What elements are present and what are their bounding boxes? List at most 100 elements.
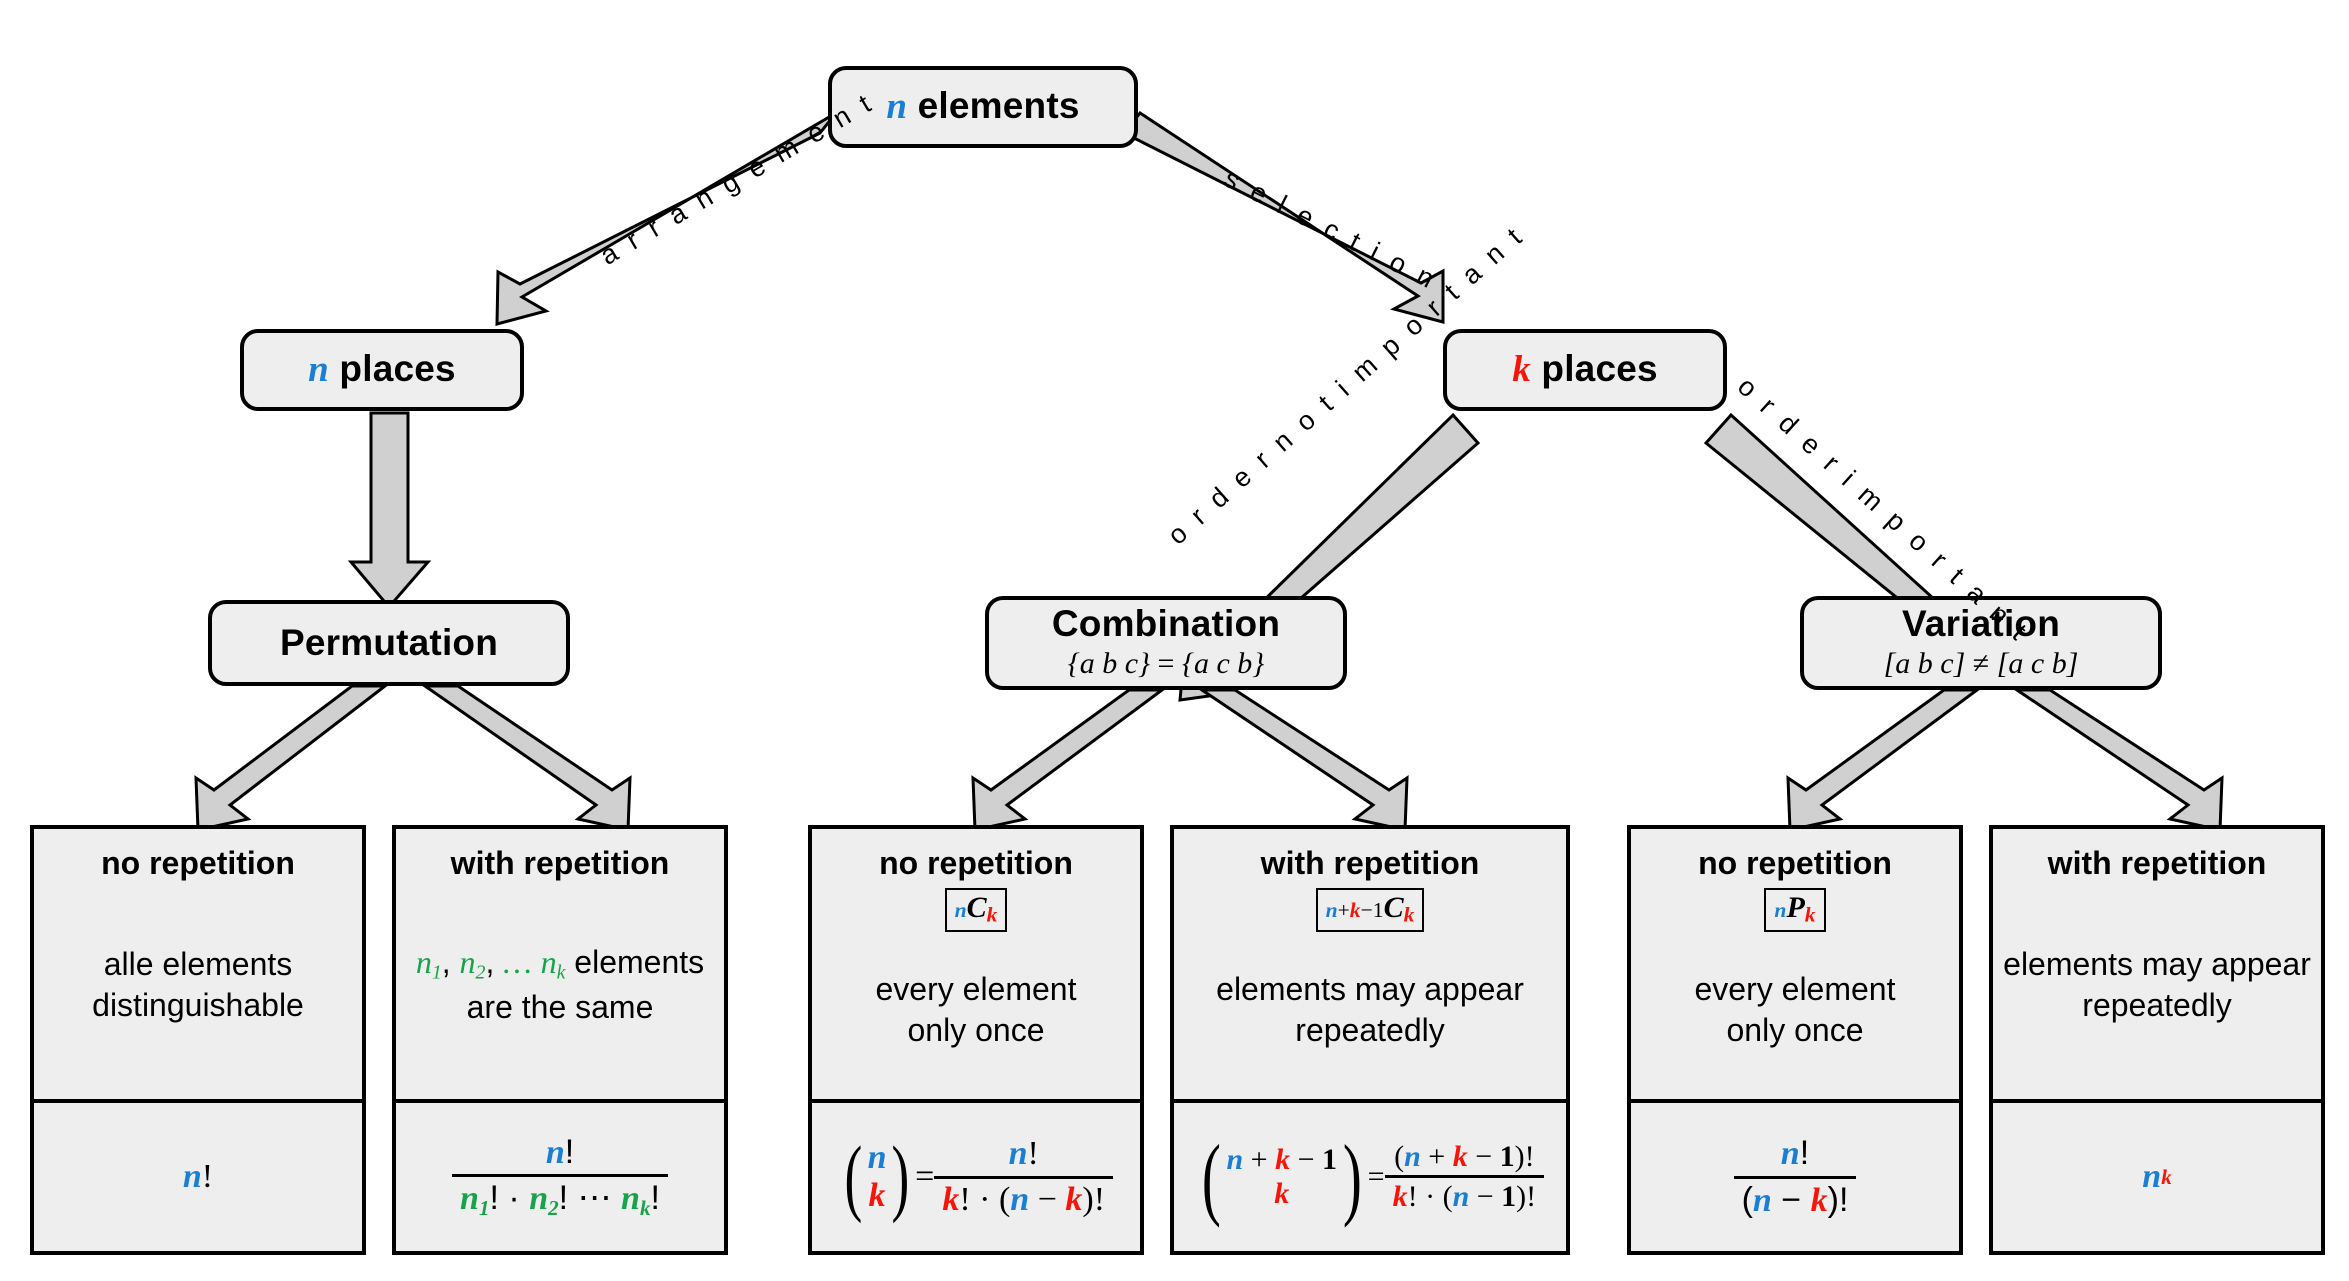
leaf-desc: every element only once: [1695, 969, 1896, 1052]
binomial-top: n + k − 1: [1226, 1143, 1337, 1177]
symbol-n: n: [308, 349, 329, 391]
formula-binomial-npkm1-k: ( n + k − 1 k ) = (n + k − 1)! k! · (n −…: [1196, 1125, 1545, 1228]
node-n-places[interactable]: n places: [240, 329, 524, 411]
symbol-k: k: [2161, 1164, 2172, 1189]
leaf-permutation-no-repetition[interactable]: no repetition alle elements distinguisha…: [30, 825, 366, 1255]
symbol-n: n: [1008, 1135, 1028, 1173]
left-paren: (: [998, 1180, 1011, 1218]
symbol-n2: n2: [459, 944, 486, 984]
symbol-k: k: [1065, 1180, 1083, 1218]
symbol-factorial: !: [201, 1158, 214, 1195]
arrow-combination-leaf3: [971, 688, 1167, 832]
node-permutation[interactable]: Permutation: [208, 600, 570, 686]
symbol-dot: ·: [979, 1180, 991, 1218]
symbol-factorial: !: [489, 1179, 499, 1218]
symbol-ellipsis: ⋯: [577, 1179, 612, 1218]
node-n-places-text: places: [339, 348, 456, 390]
symbol-n: n: [954, 897, 967, 922]
leaf-desc-line1: elements may appear: [2003, 945, 2311, 982]
leaf-variation-no-repetition[interactable]: no repetition nPk every element only onc…: [1627, 825, 1963, 1255]
symbol-dot: ·: [508, 1179, 520, 1218]
node-permutation-title: Permutation: [279, 621, 499, 663]
arrow-selection: [1121, 110, 1445, 324]
badge-subscript: n+k−1: [1325, 897, 1384, 922]
fraction-numerator: (n + k − 1)!: [1394, 1139, 1535, 1173]
comma: ,: [485, 944, 495, 981]
symbol-dots: …: [503, 944, 532, 981]
node-k-places-text: places: [1541, 348, 1658, 390]
symbol-n: n: [2142, 1158, 2162, 1195]
arrow-variation-leaf6: [2012, 688, 2224, 832]
symbol-equals: =: [915, 1158, 935, 1195]
leaf-variation-with-repetition[interactable]: with repetition elements may appear repe…: [1989, 825, 2325, 1255]
fraction-numerator: n!: [538, 1133, 582, 1174]
comma: ,: [441, 944, 451, 981]
combination-note-op: =: [1157, 647, 1175, 681]
fraction-denominator: k! · (n − 1)!: [1384, 1175, 1545, 1214]
leaf-desc-word: elements: [574, 944, 705, 981]
symbol-equals: =: [1367, 1159, 1385, 1193]
leaf-badge-npkm1Ck: n+k−1Ck: [1315, 887, 1425, 932]
arrow-permutation-leaf1: [194, 684, 390, 832]
symbol-n1: n1: [460, 1180, 490, 1221]
symbol-C: C: [1383, 890, 1404, 924]
leaf-desc-line1: every element: [875, 970, 1077, 1007]
symbol-factorial: !: [1093, 1180, 1106, 1218]
right-paren: ): [1082, 1180, 1094, 1218]
leaf-desc-line1: every element: [1694, 970, 1896, 1007]
symbol-C: C: [966, 890, 987, 924]
leaf-desc-line2: only once: [1726, 1012, 1864, 1049]
leaf-combination-no-repetition[interactable]: no repetition nCk every element only onc…: [808, 825, 1144, 1255]
arrow-variation-leaf5: [1786, 688, 1982, 832]
symbol-k: k: [1403, 902, 1415, 927]
arrow-combination-leaf4: [1197, 688, 1409, 832]
leaf-desc: elements may appear repeatedly: [2003, 944, 2311, 1027]
node-combination[interactable]: Combination {a b c} = {a c b}: [985, 596, 1347, 690]
formula-variation-no-rep: n! (n − k)!: [1733, 1134, 1857, 1220]
leaf-top: no repetition alle elements distinguisha…: [34, 829, 362, 1099]
node-k-places[interactable]: k places: [1443, 329, 1727, 411]
symbol-factorial: !: [564, 1133, 575, 1172]
leaf-permutation-with-repetition[interactable]: with repetition n1, n2, … nk elements ar…: [392, 825, 728, 1255]
symbol-factorial: !: [1027, 1135, 1039, 1173]
leaf-top: with repetition n1, n2, … nk elements ar…: [396, 829, 724, 1099]
fraction-denominator: n1! · n2! ⋯ nk!: [452, 1174, 668, 1220]
leaf-formula-cell: ( n + k − 1 k ) = (n + k − 1)! k! · (n −…: [1174, 1099, 1566, 1251]
combination-note-left: {a b c}: [1067, 647, 1151, 681]
symbol-factorial: !: [650, 1179, 660, 1218]
leaf-formula-cell: ( n k ) = n! k! · (n − k)!: [812, 1099, 1140, 1251]
binomial-stack: n + k − 1 k: [1226, 1143, 1337, 1210]
leaf-desc-line2: are the same: [466, 988, 654, 1025]
formula-binomial-nk: ( n k ) = n! k! · (n − k)!: [839, 1128, 1114, 1225]
leaf-desc-line2: repeatedly: [2082, 987, 2232, 1024]
arrow-arrangement: [495, 111, 838, 326]
left-paren: (: [844, 1128, 863, 1225]
symbol-nk: nk: [540, 944, 566, 984]
leaf-desc-line2: only once: [907, 1012, 1045, 1049]
right-paren: ): [1342, 1125, 1362, 1228]
binomial-stack: n k: [868, 1139, 887, 1215]
node-n-elements[interactable]: n elements: [828, 66, 1138, 148]
symbol-k: k: [986, 902, 998, 927]
binomial-bottom: k: [1274, 1176, 1290, 1210]
leaf-top: with repetition elements may appear repe…: [1993, 829, 2321, 1099]
symbol-minus: −: [1037, 1180, 1057, 1218]
leaf-formula-cell: n! n1! · n2! ⋯ nk!: [396, 1099, 724, 1251]
combination-note-right: {a c b}: [1181, 647, 1265, 681]
formula-multiset-permutation: n! n1! · n2! ⋯ nk!: [452, 1133, 668, 1221]
symbol-k: k: [868, 1177, 886, 1214]
leaf-desc-line1: n1, n2, … nk elements: [416, 942, 704, 986]
symbol-n2: n2: [529, 1180, 559, 1221]
symbol-n: n: [545, 1134, 565, 1172]
leaf-combination-with-repetition[interactable]: with repetition n+k−1Ck elements may app…: [1170, 825, 1570, 1255]
variation-note-left: [a b c]: [1883, 647, 1966, 681]
node-variation[interactable]: Variation [a b c] ≠ [a c b]: [1800, 596, 2162, 690]
binomial-fraction: (n + k − 1)! k! · (n − 1)!: [1384, 1139, 1545, 1214]
leaf-head: with repetition: [2047, 845, 2267, 881]
leaf-head: no repetition: [1698, 845, 1892, 881]
symbol-n: n: [867, 1138, 887, 1176]
fraction-denominator: (n − k)!: [1733, 1175, 1857, 1220]
